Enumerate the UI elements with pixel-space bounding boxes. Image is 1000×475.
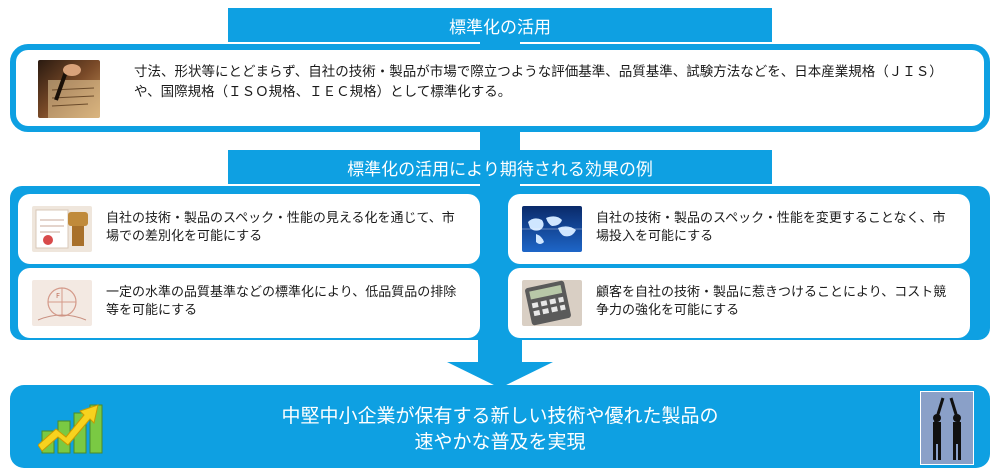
world-map-icon [522, 206, 582, 252]
growth-bar-chart-icon [37, 401, 104, 455]
pen-signing-photo-icon [38, 60, 100, 118]
effects-title: 標準化の活用により期待される効果の例 [347, 159, 653, 180]
effect-card-1-text: 自社の技術・製品のスペック・性能の見える化を通じて、市場での差別化を可能にする [106, 211, 455, 244]
result-line-1: 中堅中小企業が保有する新しい技術や優れた製品の [281, 405, 719, 427]
usage-header: 標準化の活用 [228, 8, 772, 42]
award-document-photo-icon [32, 206, 92, 252]
svg-text:F: F [56, 292, 60, 300]
chart-sketch-photo-icon: F [32, 280, 92, 326]
effects-header: 標準化の活用により期待される効果の例 [228, 150, 772, 184]
result-text: 中堅中小企業が保有する新しい技術や優れた製品の 速やかな普及を実現 [10, 403, 990, 455]
effect-card-4-text: 顧客を自社の技術・製品に惹きつけることにより、コスト競争力の強化を可能にする [596, 285, 947, 318]
result-line-2: 速やかな普及を実現 [414, 431, 586, 453]
celebrating-people-icon [920, 391, 974, 465]
effect-card-4: 顧客を自社の技術・製品に惹きつけることにより、コスト競争力の強化を可能にする [508, 268, 970, 338]
down-arrow-shaft [478, 340, 522, 364]
effect-card-1: 自社の技術・製品のスペック・性能の見える化を通じて、市場での差別化を可能にする [18, 194, 480, 264]
effect-card-3: F 一定の水準の品質基準などの標準化により、低品質品の排除等を可能にする [18, 268, 480, 338]
effect-card-2-text: 自社の技術・製品のスペック・性能を変更することなく、市場投入を可能にする [596, 211, 946, 244]
usage-title: 標準化の活用 [449, 17, 551, 38]
down-arrow-icon [447, 362, 553, 388]
usage-to-effects-connector [480, 132, 520, 154]
effect-card-2: 自社の技術・製品のスペック・性能を変更することなく、市場投入を可能にする [508, 194, 970, 264]
result-banner: 中堅中小企業が保有する新しい技術や優れた製品の 速やかな普及を実現 [10, 385, 990, 468]
effect-card-3-text: 一定の水準の品質基準などの標準化により、低品質品の排除等を可能にする [106, 285, 457, 318]
usage-box: 寸法、形状等にとどまらず、自社の技術・製品が市場で際立つような評価基準、品質基準… [10, 44, 990, 132]
usage-description: 寸法、形状等にとどまらず、自社の技術・製品が市場で際立つような評価基準、品質基準… [134, 64, 943, 100]
effects-panel: 自社の技術・製品のスペック・性能の見える化を通じて、市場での差別化を可能にする [10, 186, 990, 340]
effects-box: 自社の技術・製品のスペック・性能の見える化を通じて、市場での差別化を可能にする [10, 186, 990, 340]
calculator-icon [522, 280, 582, 326]
